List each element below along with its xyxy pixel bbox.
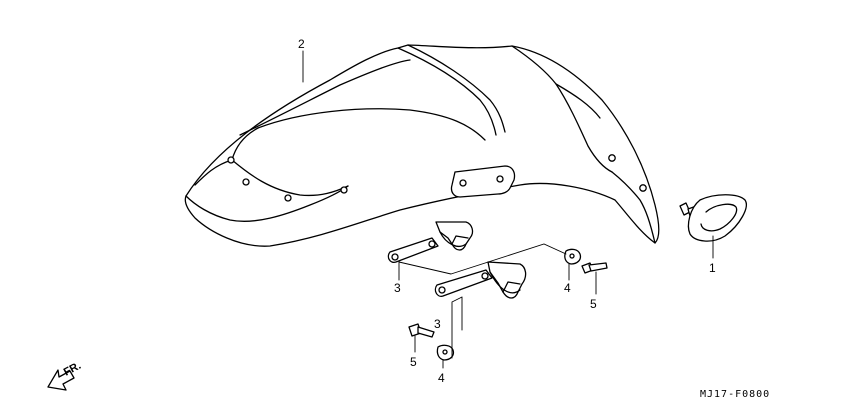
direction-label: FR. [62, 360, 83, 379]
diagram-code: MJ17-F0800 [700, 389, 770, 400]
callout-stay-upper: 3 [394, 281, 401, 295]
callout-mudguard: 2 [298, 37, 305, 51]
front-direction-arrow [47, 369, 75, 391]
callout-stay-lower: 3 [434, 317, 441, 331]
leader-lines [302, 50, 714, 369]
grommet[interactable] [679, 194, 747, 242]
stay-lower[interactable] [434, 261, 527, 299]
bolt-left[interactable] [408, 323, 435, 338]
nut-right[interactable] [564, 248, 582, 265]
callout-nut-lower: 4 [438, 371, 445, 385]
callout-nut-right: 4 [564, 281, 571, 295]
stay-upper[interactable] [387, 221, 474, 263]
callout-bolt-right: 5 [590, 297, 597, 311]
rear-fender[interactable] [184, 44, 660, 247]
callout-bolt-left: 5 [410, 355, 417, 369]
bolt-right[interactable] [581, 262, 608, 274]
nut-lower[interactable] [436, 344, 455, 361]
callout-grommet: 1 [709, 261, 716, 275]
